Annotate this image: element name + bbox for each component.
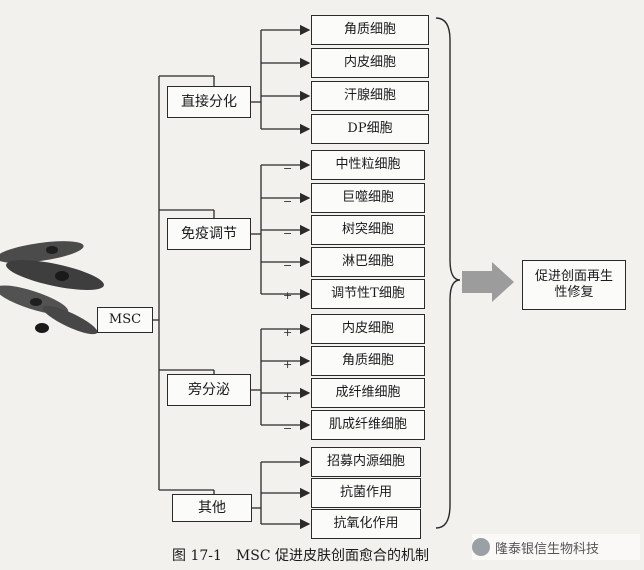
target-keratinocyte: 角质细胞 — [311, 15, 429, 45]
target-antioxidant: 抗氧化作用 — [311, 509, 421, 539]
target-neutrophil: 中性粒细胞 — [311, 150, 425, 180]
target-dendritic-cell: 树突细胞 — [311, 215, 425, 245]
target-regulatory-t-cell: 调节性T细胞 — [311, 279, 425, 309]
block-arrow-icon — [462, 262, 514, 302]
wechat-logo-icon — [472, 538, 490, 556]
target-fibroblast: 成纤维细胞 — [311, 378, 425, 408]
effect-sign: + — [283, 289, 293, 302]
effect-sign: − — [283, 162, 293, 175]
watermark-text: 隆泰银信生物科技 — [495, 541, 600, 557]
effect-sign: + — [283, 358, 293, 371]
target-antibacterial: 抗菌作用 — [311, 478, 421, 508]
outcome-box: 促进创面再生性修复 — [522, 260, 626, 310]
category-other: 其他 — [172, 494, 252, 522]
target-keratinocyte-paracrine: 角质细胞 — [311, 346, 425, 376]
effect-sign: − — [283, 227, 293, 240]
msc-root-box: MSC — [97, 307, 153, 333]
right-brace — [435, 17, 461, 529]
target-macrophage: 巨噬细胞 — [311, 183, 425, 213]
outcome-label: 促进创面再生性修复 — [534, 269, 613, 300]
target-lymphocyte: 淋巴细胞 — [311, 247, 425, 277]
target-dp-cell: DP细胞 — [311, 114, 429, 144]
watermark: 隆泰银信生物科技 — [472, 534, 640, 560]
effect-sign: − — [283, 422, 293, 435]
target-endothelial-cell: 内皮细胞 — [311, 48, 429, 78]
target-myofibroblast: 肌成纤维细胞 — [311, 410, 425, 440]
effect-sign: + — [283, 326, 293, 339]
effect-sign: + — [283, 390, 293, 403]
category-direct-differentiation: 直接分化 — [167, 86, 251, 118]
effect-sign: − — [283, 195, 293, 208]
category-paracrine: 旁分泌 — [167, 374, 251, 406]
effect-sign: − — [283, 259, 293, 272]
figure-caption: 图 17-1 MSC 促进皮肤创面愈合的机制 — [172, 548, 429, 564]
target-endothelial-cell-paracrine: 内皮细胞 — [311, 314, 425, 344]
target-sweat-gland-cell: 汗腺细胞 — [311, 81, 429, 111]
target-recruit-endogenous-cells: 招募内源细胞 — [311, 447, 421, 477]
category-immunomodulation: 免疫调节 — [167, 218, 251, 250]
msc-cells-illustration — [0, 241, 104, 335]
